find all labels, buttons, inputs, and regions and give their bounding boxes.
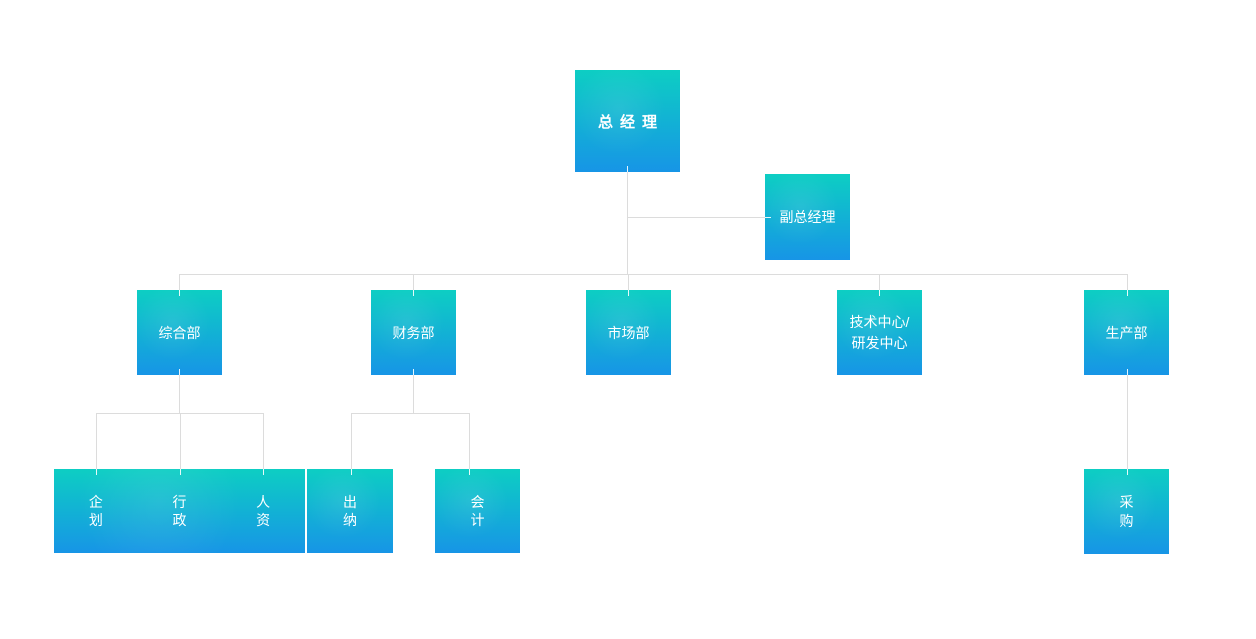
- connector-trunk: [627, 172, 628, 274]
- node-dept-general-affairs[interactable]: 综合部: [137, 290, 222, 375]
- connector-drop-cashier: [351, 413, 352, 469]
- connector-stub-marketing: [628, 274, 629, 290]
- team-cells: 企划 行政 人资: [54, 469, 305, 553]
- connector-deputy-branch: [627, 217, 765, 218]
- junction-tick: [879, 290, 880, 296]
- junction-tick: [1127, 369, 1128, 375]
- connector-general-affairs-bus: [96, 413, 263, 414]
- node-dept-production[interactable]: 生产部: [1084, 290, 1169, 375]
- junction-tick: [351, 469, 352, 475]
- connector-stub-tech-center: [879, 274, 880, 290]
- node-label: 总经理: [597, 113, 664, 131]
- junction-tick: [628, 290, 629, 296]
- node-deputy-general-manager[interactable]: 副总经理: [765, 174, 850, 260]
- node-label: 财务部: [392, 324, 435, 341]
- connector-drop-accounting: [469, 413, 470, 469]
- junction-tick: [180, 469, 181, 475]
- junction-tick: [469, 469, 470, 475]
- node-label: 副总经理: [779, 209, 836, 225]
- junction-tick: [627, 166, 628, 172]
- node-general-manager[interactable]: 总经理: [575, 70, 680, 172]
- node-label-line2: 研发中心: [851, 334, 908, 351]
- connector-level2-bus: [179, 274, 1127, 275]
- node-label: 行政: [172, 493, 187, 528]
- junction-tick: [1127, 469, 1128, 475]
- junction-tick: [413, 290, 414, 296]
- node-dept-finance[interactable]: 财务部: [371, 290, 456, 375]
- connector-drop-hr: [263, 413, 264, 469]
- node-team-admin[interactable]: 行政: [138, 469, 222, 553]
- node-dept-tech-rd-center[interactable]: 技术中心/ 研发中心: [837, 290, 922, 375]
- node-group-general-affairs-teams: 企划 行政 人资: [54, 469, 305, 553]
- node-label: 出纳: [343, 493, 357, 528]
- connector-drop-planning: [96, 413, 97, 469]
- junction-tick: [263, 469, 264, 475]
- connector-drop-admin: [180, 413, 181, 469]
- junction-tick: [413, 369, 414, 375]
- node-label: 采购: [1119, 494, 1134, 529]
- connector-production-down: [1127, 375, 1128, 469]
- connector-stub-production: [1127, 274, 1128, 290]
- node-team-hr[interactable]: 人资: [221, 469, 305, 553]
- node-label-line1: 技术中心/: [849, 314, 910, 331]
- connector-stub-general-affairs: [179, 274, 180, 290]
- junction-tick: [179, 290, 180, 296]
- node-label: 生产部: [1105, 324, 1148, 341]
- node-label: 市场部: [607, 324, 650, 341]
- node-team-purchasing[interactable]: 采购: [1084, 469, 1169, 554]
- junction-tick: [179, 369, 180, 375]
- connector-finance-bus: [351, 413, 469, 414]
- node-team-accounting[interactable]: 会计: [435, 469, 520, 553]
- node-label: 企划: [88, 493, 103, 528]
- node-dept-marketing[interactable]: 市场部: [586, 290, 671, 375]
- node-team-planning[interactable]: 企划: [54, 469, 138, 553]
- node-label: 综合部: [158, 324, 201, 341]
- connector-general-affairs-down: [179, 375, 180, 413]
- junction-tick: [765, 217, 771, 218]
- connector-finance-down: [413, 375, 414, 413]
- junction-tick: [96, 469, 97, 475]
- node-label: 会计: [470, 493, 485, 528]
- node-label: 人资: [256, 493, 271, 528]
- node-team-cashier[interactable]: 出纳: [307, 469, 393, 553]
- connector-stub-finance: [413, 274, 414, 290]
- junction-tick: [1127, 290, 1128, 296]
- node-label: 技术中心/ 研发中心: [850, 312, 910, 353]
